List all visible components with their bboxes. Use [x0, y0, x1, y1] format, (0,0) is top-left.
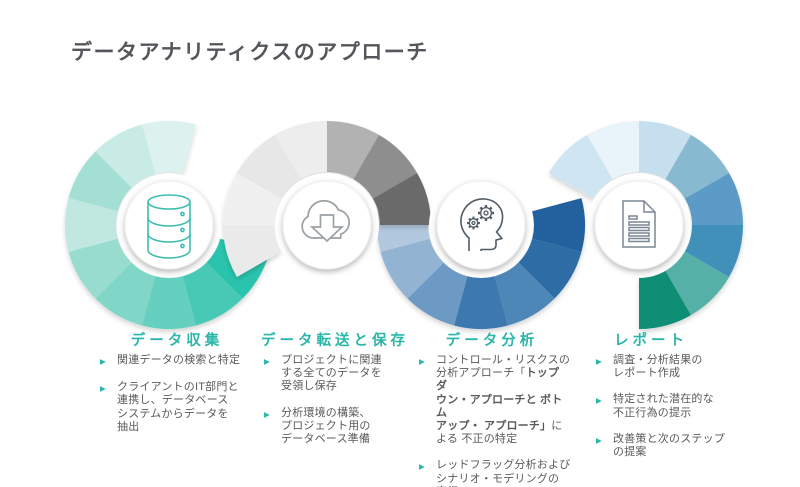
wheel-segment	[68, 238, 132, 299]
wheel-ring	[548, 121, 743, 329]
bullet-item: ▶ 調査・分析結果の レポート作成	[596, 354, 744, 380]
wheel-hub	[436, 180, 526, 270]
bullet-triangle-icon: ▶	[596, 357, 602, 366]
bullet-item: ▶ 特定された潜在的な 不正行為の提示	[596, 393, 744, 419]
bullet-text: プロジェクトに関連 する全てのデータを 受領し保存	[281, 354, 382, 393]
bullet-item: ▶ コントロール・リスクスの 分析アプローチ「トップ ダ ウン・アプローチと ボト…	[419, 354, 573, 446]
bullet-text: 調査・分析結果の レポート作成	[613, 354, 703, 380]
bullet-text: 関連データの検索と特定	[117, 354, 241, 366]
bullet-text: 特定された潜在的な 不正行為の提示	[613, 393, 714, 419]
bullet-item: ▶ 関連データの検索と特定	[100, 354, 254, 368]
bullet-item: ▶ 改善策と次のステップ の提案	[596, 433, 744, 459]
bullet-item: ▶ レッドフラッグ分析および シナリオ・モデリングの 実行	[419, 459, 573, 487]
wheel-segment	[353, 134, 418, 199]
bullet-triangle-icon: ▶	[264, 357, 270, 366]
bullet-triangle-icon: ▶	[596, 396, 602, 406]
wheel-segment	[639, 121, 691, 180]
wheel-segment	[684, 173, 743, 225]
wheel-segment	[95, 262, 156, 326]
wheel-hub	[124, 180, 214, 270]
wheel-segment	[327, 121, 379, 180]
wheel-segment	[494, 262, 555, 326]
bullet-triangle-icon: ▶	[419, 462, 425, 472]
step-label: データ収集	[130, 333, 224, 349]
bullet-item: ▶ 分析環境の構築、 プロジェクト用の データベース準備	[264, 407, 418, 447]
wheel-segment	[223, 225, 282, 277]
wheel-ring	[376, 198, 586, 330]
wheel-segment	[95, 124, 156, 188]
step-bullet-list: ▶ 関連データの検索と特定 ▶ クライアントのIT部門と 連携し、データベース システ…	[100, 354, 254, 447]
wheel-segment	[532, 198, 586, 252]
wheel-segment	[380, 238, 444, 299]
wheel-ring	[223, 121, 431, 277]
bullet-text: 分析環境の構築、 プロジェクト用の データベース準備	[281, 406, 371, 446]
wheel-segment	[372, 173, 431, 225]
wheel-segment	[665, 134, 730, 199]
wheel-segment	[639, 270, 691, 329]
wheel-segment	[275, 121, 327, 180]
wheel-segment	[223, 173, 282, 225]
wheel-segment	[665, 251, 730, 316]
wheel-segment	[548, 134, 613, 199]
wheel-segment	[142, 120, 196, 174]
wheel-segment	[182, 262, 243, 326]
slide-title: データアナリティクスのアプローチ	[71, 41, 429, 64]
step-label: データ転送と保存	[261, 333, 409, 349]
step-bullet-list: ▶ コントロール・リスクスの 分析アプローチ「トップ ダ ウン・アプローチと ボト…	[419, 354, 573, 487]
bullet-text: コントロール・リスクスの 分析アプローチ「トップ ダ ウン・アプローチと ボトム…	[436, 354, 571, 446]
bullet-text: クライアントのIT部門と 連携し、データベース システムからデータを 抽出	[117, 381, 239, 433]
bullet-triangle-icon: ▶	[596, 435, 602, 445]
step-bullet-list: ▶ プロジェクトに関連 する全てのデータを 受領し保存 ▶ 分析環境の構築、 プロジェ…	[264, 354, 418, 459]
wheel-segment	[68, 151, 132, 212]
bullet-triangle-icon: ▶	[100, 384, 106, 394]
step-bullet-list: ▶ 調査・分析結果の レポート作成 ▶ 特定された潜在的な 不正行為の提示 ▶ 改善策と次…	[596, 354, 744, 472]
wheel-segment	[64, 198, 118, 252]
wheel-segment	[142, 276, 196, 330]
bullet-item: ▶ クライアントのIT部門と 連携し、データベース システムからデータを 抽出	[100, 381, 254, 434]
bullet-item: ▶ プロジェクトに関連 する全てのデータを 受領し保存	[264, 354, 418, 394]
step-label: データ分析	[445, 333, 539, 349]
wheel-segment	[684, 225, 743, 277]
wheel-segment	[407, 262, 468, 326]
bullet-triangle-icon: ▶	[100, 357, 106, 366]
bullet-text: レッドフラッグ分析および シナリオ・モデリングの 実行	[436, 459, 571, 487]
wheel-segment	[587, 121, 639, 180]
wheel-segment	[454, 276, 508, 330]
bullet-triangle-icon: ▶	[264, 409, 270, 419]
wheel-segment	[518, 238, 582, 299]
bullet-triangle-icon: ▶	[419, 357, 425, 366]
bullet-text: 改善策と次のステップ の提案	[613, 432, 725, 459]
wheel-segment	[236, 134, 301, 199]
step-label: レポート	[614, 333, 688, 349]
